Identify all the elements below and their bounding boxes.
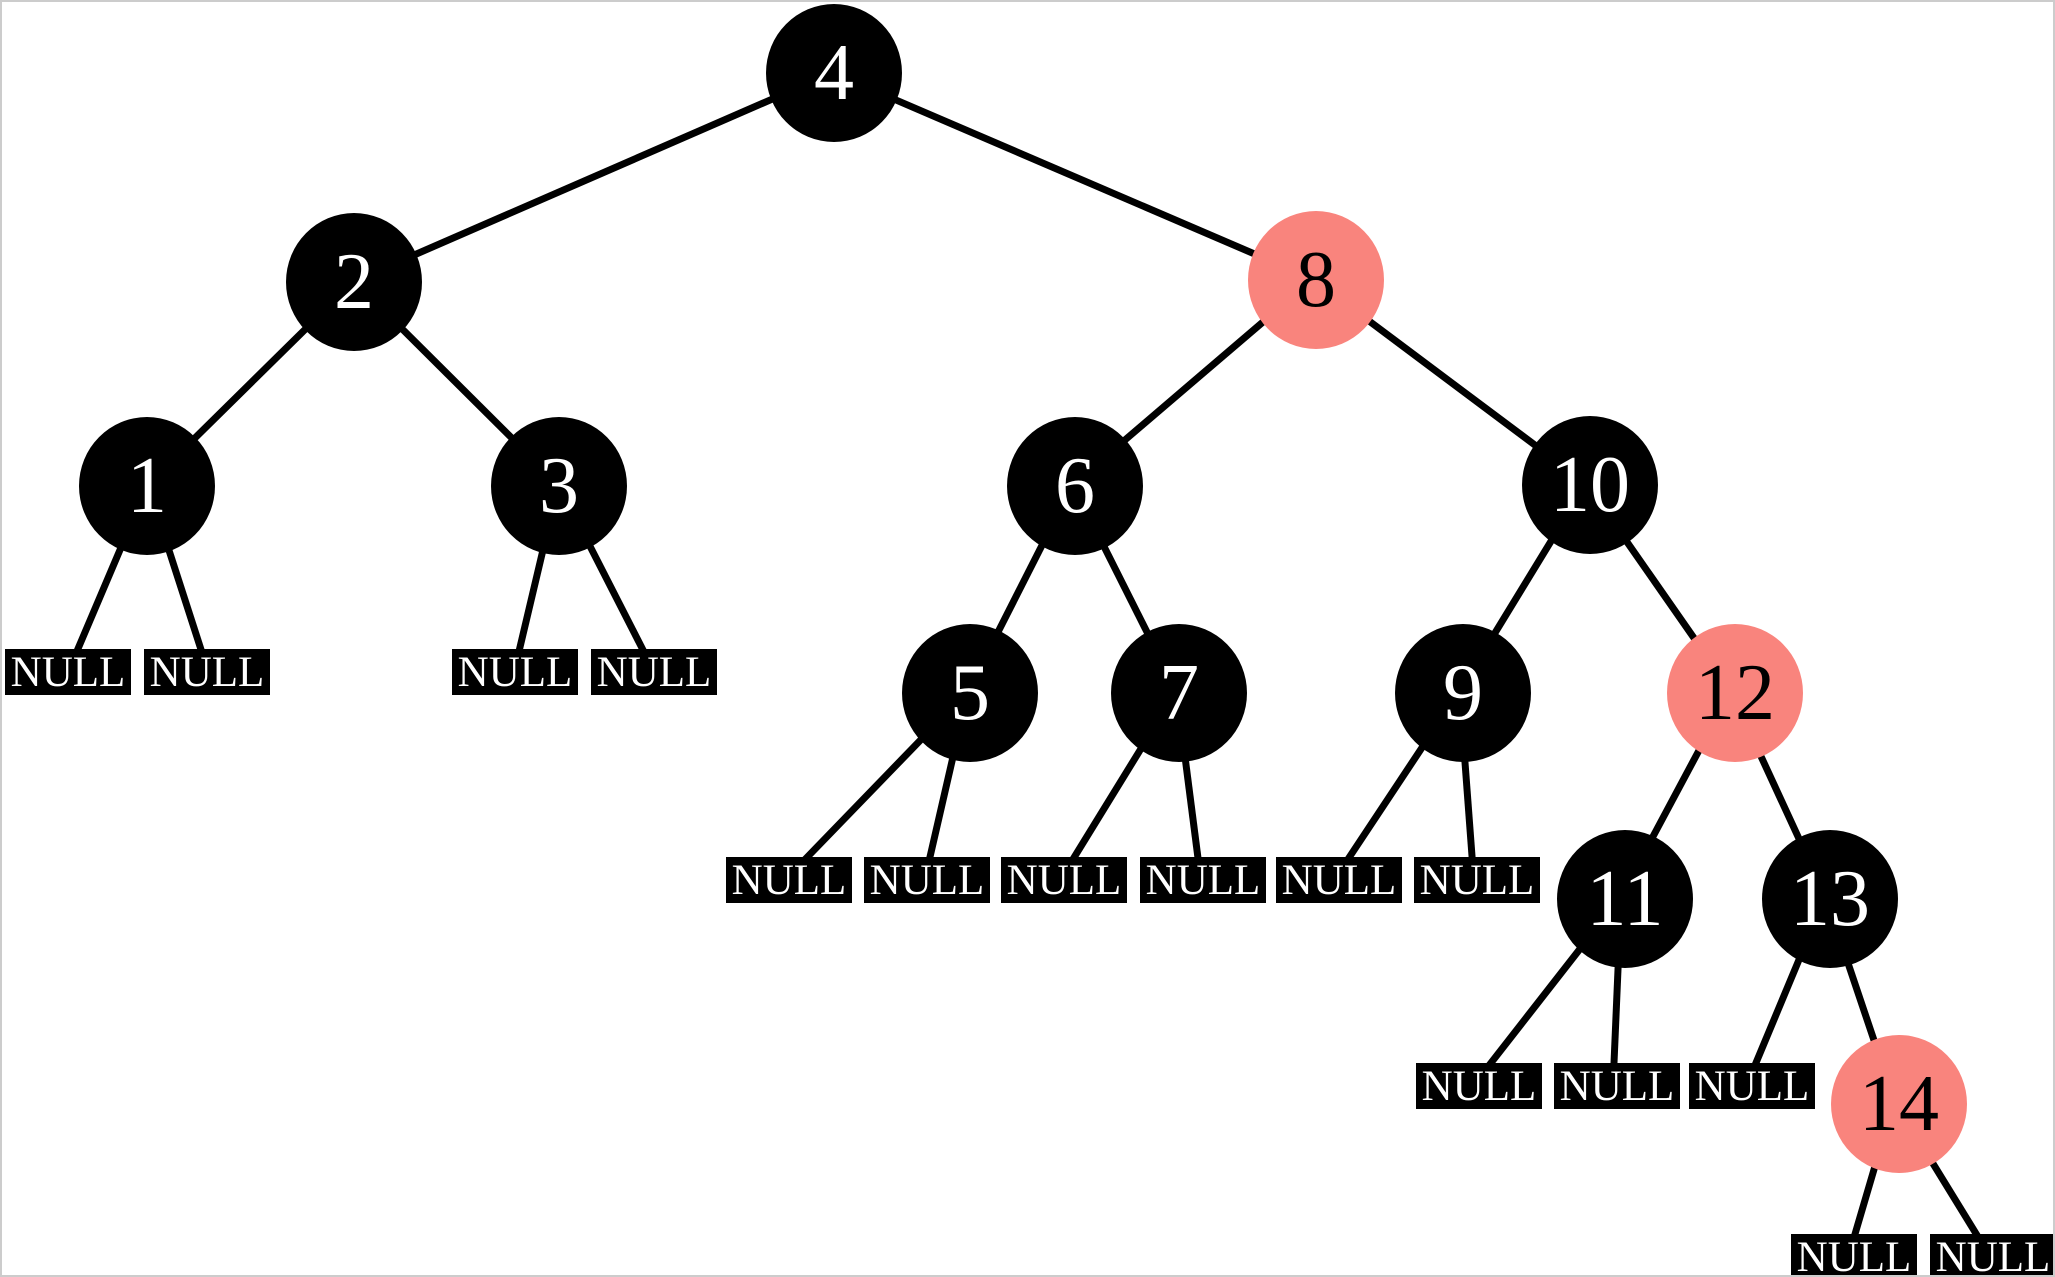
tree-node-label: 2 [334,238,374,326]
tree-node-10: 10 [1522,416,1658,554]
tree-node-6: 6 [1007,417,1143,555]
null-leaf-label: NULL [596,648,712,696]
null-leaf-label: NULL [1694,1062,1810,1110]
null-leaf-label: NULL [1006,856,1122,904]
tree-node-7: 7 [1111,624,1247,762]
null-leaf-box: NULL [1554,1063,1680,1109]
tree-node-label: 6 [1055,442,1095,530]
edge-4-8 [831,69,1315,283]
tree-node-9: 9 [1395,624,1531,762]
tree-node-label: 10 [1550,441,1630,529]
tree-node-11: 11 [1557,830,1693,968]
null-leaf-box: NULL [1001,857,1127,903]
null-leaf-label: NULL [457,648,573,696]
tree-node-13: 13 [1762,830,1898,968]
tree-node-label: 9 [1443,649,1483,737]
null-leaf-box: NULL [1416,1063,1542,1109]
null-leaf-box: NULL [452,649,578,695]
null-leaf-label: NULL [1281,856,1397,904]
null-leaf-box: NULL [144,649,270,695]
tree-node-4: 4 [766,4,902,142]
tree-node-14: 14 [1831,1035,1967,1173]
tree-node-12: 12 [1667,624,1803,762]
tree-node-label: 3 [539,442,579,530]
null-leaf-box: NULL [864,857,990,903]
tree-node-label: 4 [814,29,854,117]
null-leaf-label: NULL [869,856,985,904]
null-leaf-label: NULL [1421,1062,1537,1110]
null-leaf-box: NULL [1791,1233,1917,1277]
null-leaf-label: NULL [10,648,126,696]
null-leaf-label: NULL [1145,856,1261,904]
null-leaf-label: NULL [1935,1233,2051,1277]
null-leaf-box: NULL [1140,857,1266,903]
tree-node-label: 7 [1159,649,1199,737]
null-leaf-label: NULL [149,648,265,696]
null-leaf-box: NULL [1414,857,1540,903]
null-leaf-box: NULL [1689,1063,1815,1109]
tree-node-label: 13 [1790,855,1870,943]
null-leaf-box: NULL [726,857,852,903]
tree-node-label: 1 [127,442,167,530]
null-leaf-label: NULL [1419,856,1535,904]
tree-node-label: 11 [1586,855,1664,943]
null-leaf-box: NULL [591,649,717,695]
tree-node-label: 12 [1695,649,1775,737]
tree-node-label: 8 [1296,236,1336,324]
tree-node-8: 8 [1248,211,1384,349]
null-leaf-box: NULL [1930,1233,2053,1277]
tree-node-1: 1 [79,417,215,555]
null-leaf-label: NULL [1559,1062,1675,1110]
tree-node-label: 14 [1859,1060,1939,1148]
null-leaf-label: NULL [731,856,847,904]
null-leaf-box: NULL [1276,857,1402,903]
tree-node-2: 2 [286,213,422,351]
edge-4-2 [352,69,835,285]
tree-node-5: 5 [902,624,1038,762]
null-leaf-label: NULL [1796,1233,1912,1277]
null-leaf-box: NULL [5,649,131,695]
tree-node-3: 3 [491,417,627,555]
tree-node-label: 5 [950,649,990,737]
